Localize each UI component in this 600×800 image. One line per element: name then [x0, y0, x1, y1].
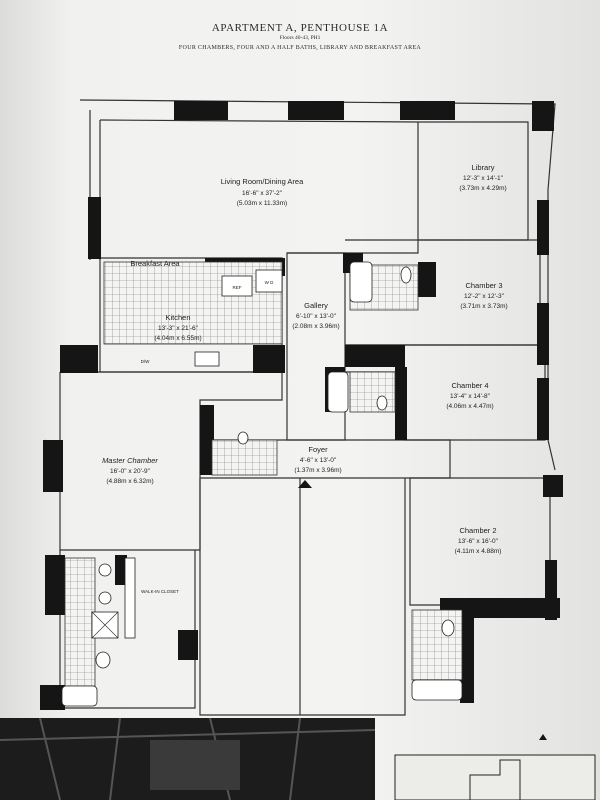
chamber-3-name: Chamber 3: [465, 281, 502, 290]
master-chamber-dims: 16'-0" x 20'-9": [110, 468, 151, 475]
toilet-icon: [400, 266, 412, 284]
gallery-dims: 6'-10" x 13'-0": [296, 313, 337, 320]
tiled-areas: [64, 261, 463, 687]
sink-icon: [98, 563, 112, 577]
living-room-name: Living Room/Dining Area: [221, 177, 304, 186]
foyer-dims: 4'-6" x 13'-0": [300, 457, 337, 464]
kitchen-dims: 13'-3" x 21'-6": [158, 325, 199, 332]
library-dims: 12'-3" x 14'-1": [463, 175, 504, 182]
chamber-4-metric: (4.06m x 4.47m): [446, 403, 493, 410]
floors-subtitle: Floors 40-43, PH1: [279, 35, 321, 41]
toilet-icon: [441, 619, 455, 637]
gallery-metric: (2.08m x 3.96m): [292, 323, 339, 330]
library-metric: (3.73m x 4.29m): [459, 185, 506, 192]
bath-tile-floor: [349, 371, 396, 413]
north-arrow-icon: [539, 734, 547, 740]
washer-dryer-icon: [255, 269, 283, 293]
apartment-description: FOUR CHAMBERS, FOUR AND A HALF BATHS, LI…: [178, 45, 422, 51]
bath-tile-floor: [64, 557, 96, 687]
gallery-name: Gallery: [304, 301, 328, 310]
living-room-metric: (5.03m x 11.33m): [237, 200, 287, 207]
bathtub-icon: [327, 371, 349, 413]
wd-label: W D: [265, 280, 274, 285]
key-plan: [394, 754, 596, 800]
foyer-metric: (1.37m x 3.96m): [294, 467, 341, 474]
foyer-name: Foyer: [308, 445, 328, 454]
master-chamber-metric: (4.88m x 6.32m): [106, 478, 153, 485]
dw-label: D/W: [141, 359, 151, 364]
master-chamber-name: Master Chamber: [102, 456, 158, 465]
sink-icon: [98, 591, 112, 605]
closet-shelf-icon: [124, 557, 136, 639]
living-room-dims: 16'-6" x 37'-2": [242, 190, 283, 197]
refrigerator-icon: [221, 275, 253, 297]
breakfast-area-name: Breakfast Area: [130, 259, 180, 268]
kitchen-name: Kitchen: [165, 313, 190, 322]
bath-tile-floor: [211, 439, 278, 476]
ref-label: REF: [233, 285, 242, 290]
bathtub-icon: [61, 685, 98, 707]
chamber-2-metric: (4.11m x 4.88m): [455, 548, 502, 555]
library-name: Library: [472, 163, 495, 172]
toilet-icon: [95, 651, 111, 669]
bath-tile-floor: [411, 609, 463, 681]
chamber-2-dims: 13'-6" x 16'-0": [458, 538, 499, 545]
entry-arrow-icon: [298, 480, 312, 488]
chamber-3-dims: 12'-2" x 12'-3": [464, 293, 505, 300]
chamber-3-metric: (3.71m x 3.73m): [460, 303, 507, 310]
bathtub-icon: [349, 261, 373, 303]
chamber-4-dims: 13'-4" x 14'-8": [450, 393, 491, 400]
toilet-icon: [237, 431, 249, 445]
stove-icon: [194, 351, 220, 367]
toilet-icon: [376, 395, 388, 411]
chamber-4-name: Chamber 4: [451, 381, 488, 390]
chamber-2-name: Chamber 2: [459, 526, 496, 535]
page-title: APARTMENT A, PENTHOUSE 1A: [211, 22, 389, 34]
bathtub-icon: [411, 679, 463, 701]
walk-in-closet-label: WALK-IN CLOSET: [141, 589, 179, 594]
kitchen-metric: (4.04m x 6.55m): [154, 335, 201, 342]
